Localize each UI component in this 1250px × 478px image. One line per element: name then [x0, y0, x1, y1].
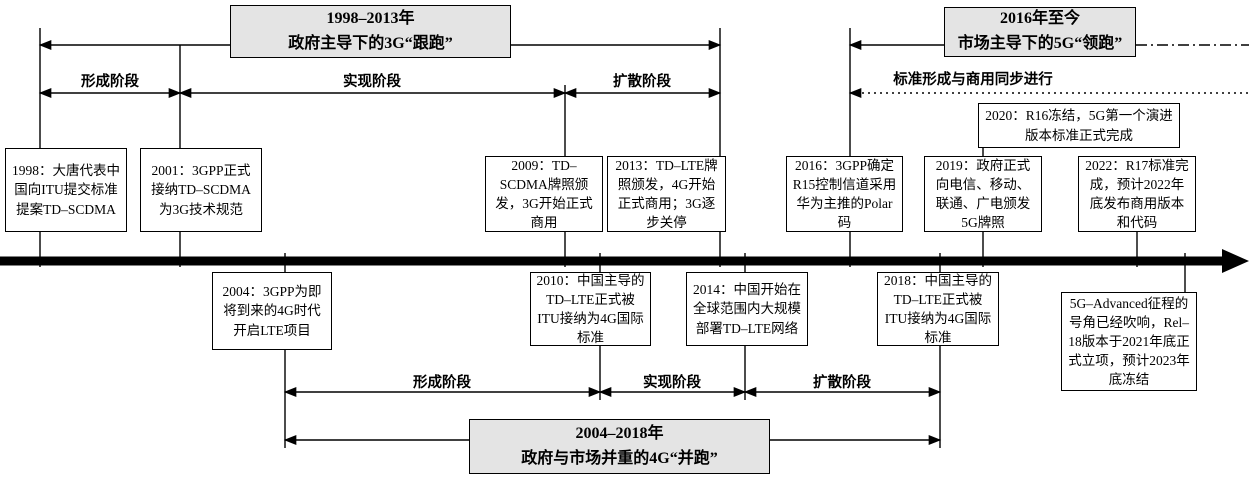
event-box-2010: 2010：中国主导的TD–LTE正式被ITU接纳为4G国际标准 — [530, 272, 651, 346]
event-box-2001: 2001：3GPP正式接纳TD–SCDMA为3G技术规范 — [140, 148, 262, 232]
phase-label-3g-formation: 形成阶段 — [81, 74, 139, 90]
event-text-2004: 2004：3GPP为即将到来的4G时代开启LTE项目 — [222, 284, 322, 338]
event-text-2018: 2018：中国主导的TD–LTE正式被ITU接纳为4G国际标准 — [884, 272, 992, 346]
event-text-2016: 2016：3GPP确定R15控制信道采用华为主推的Polar码 — [792, 157, 897, 231]
period-box-4g: 2004–2018年 政府与市场并重的4G“并跑” — [469, 419, 770, 474]
event-box-2018: 2018：中国主导的TD–LTE正式被ITU接纳为4G国际标准 — [877, 272, 999, 346]
event-box-2022: 2022：R17标准完成，预计2022年底发布商用版本和代码 — [1078, 156, 1196, 232]
phase-label-3g-realization: 实现阶段 — [343, 74, 401, 90]
period-3g-desc: 政府主导下的3G“跟跑” — [288, 34, 453, 52]
phase-label-5g-sync: 标准形成与商用同步进行 — [893, 72, 1053, 88]
period-3g-years: 1998–2013年 — [326, 9, 415, 27]
event-text-2010: 2010：中国主导的TD–LTE正式被ITU接纳为4G国际标准 — [536, 272, 645, 346]
timeline-axis — [0, 249, 1249, 273]
phase-label-4g-realization: 实现阶段 — [643, 375, 701, 391]
period-4g-desc: 政府与市场并重的4G“并跑” — [521, 449, 718, 467]
event-text-1998: 1998：大唐代表中国向ITU提交标准提案TD–SCDMA — [12, 163, 120, 217]
event-text-2022: 2022：R17标准完成，预计2022年底发布商用版本和代码 — [1085, 157, 1189, 231]
event-text-2020: 2020：R16冻结，5G第一个演进版本标准正式完成 — [985, 108, 1173, 143]
phase-label-4g-formation: 形成阶段 — [413, 375, 471, 391]
event-text-5g-advanced: 5G–Advanced征程的号角已经吹响，Rel–18版本于2021年底正式立项… — [1068, 295, 1190, 388]
event-box-2019: 2019：政府正式向电信、移动、联通、广电颁发5G牌照 — [924, 156, 1042, 232]
period-box-5g: 2016年至今 市场主导下的5G“领跑” — [944, 7, 1136, 57]
phase-label-4g-diffusion: 扩散阶段 — [813, 375, 871, 391]
event-text-2013: 2013：TD–LTE牌照颁发，4G开始正式商用；3G逐步关停 — [615, 157, 718, 231]
event-box-2016: 2016：3GPP确定R15控制信道采用华为主推的Polar码 — [786, 156, 903, 232]
period-5g-desc: 市场主导下的5G“领跑” — [957, 35, 1123, 52]
event-box-2014: 2014：中国开始在全球范围内大规模部署TD–LTE网络 — [686, 272, 808, 346]
period-5g-years: 2016年至今 — [999, 10, 1080, 28]
phase-label-3g-diffusion: 扩散阶段 — [613, 74, 671, 90]
event-text-2009: 2009：TD–SCDMA牌照颁发，3G开始正式商用 — [495, 157, 593, 231]
event-text-2014: 2014：中国开始在全球范围内大规模部署TD–LTE网络 — [693, 282, 801, 336]
event-box-5g-advanced: 5G–Advanced征程的号角已经吹响，Rel–18版本于2021年底正式立项… — [1061, 292, 1197, 391]
period-box-3g: 1998–2013年 政府主导下的3G“跟跑” — [230, 5, 511, 58]
period-4g-years: 2004–2018年 — [575, 424, 664, 442]
event-text-2001: 2001：3GPP正式接纳TD–SCDMA为3G技术规范 — [151, 163, 251, 217]
event-box-2013: 2013：TD–LTE牌照颁发，4G开始正式商用；3G逐步关停 — [607, 156, 726, 232]
event-box-2009: 2009：TD–SCDMA牌照颁发，3G开始正式商用 — [485, 156, 603, 232]
event-box-2020: 2020：R16冻结，5G第一个演进版本标准正式完成 — [978, 103, 1180, 148]
span-arrow-5g — [848, 39, 1249, 99]
event-text-2019: 2019：政府正式向电信、移动、联通、广电颁发5G牌照 — [935, 157, 1031, 231]
event-box-2004: 2004：3GPP为即将到来的4G时代开启LTE项目 — [212, 272, 332, 350]
event-box-1998: 1998：大唐代表中国向ITU提交标准提案TD–SCDMA — [5, 148, 127, 232]
